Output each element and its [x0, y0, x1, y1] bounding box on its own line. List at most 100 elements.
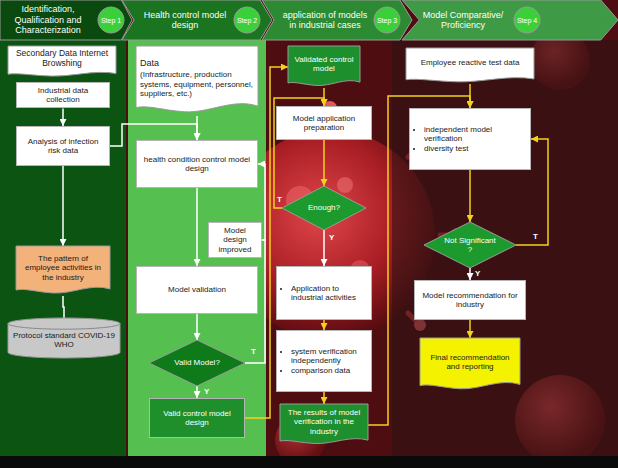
node-text: Protocol standard COVID-19 WHO: [12, 331, 116, 349]
node-text: Data: [140, 58, 254, 68]
node-text: Enough?: [300, 203, 348, 212]
process-box: independent model verificationdiversity …: [409, 108, 531, 170]
decision-diamond: Valid Model?: [149, 340, 245, 386]
connector: [469, 320, 471, 338]
node-text: Identification, Qualification and Charac…: [4, 4, 92, 35]
connector: [469, 84, 471, 108]
edge-label: Y: [329, 234, 334, 242]
shape-outline: [402, 0, 618, 40]
shape-fill: [280, 404, 368, 444]
step-header: Health control model designStep 2: [122, 0, 272, 40]
process-box: Model validation: [136, 266, 258, 314]
bullet-item: Application to industrial activities: [291, 284, 367, 302]
connector: [196, 188, 198, 266]
connector: [63, 296, 64, 318]
document-box: Employee reactive test data: [406, 48, 534, 84]
node-text: (Infrastructure, production systems, equ…: [140, 70, 254, 98]
document-box: Validated control model: [288, 46, 360, 88]
node-text: Analysis of infection risk data: [21, 137, 105, 155]
node-text: Valid Model?: [169, 358, 225, 367]
shape-fill: [136, 46, 258, 112]
node-text: Health control model design: [138, 10, 232, 31]
result-box: Valid control model design: [149, 398, 245, 438]
node-text: Model Comparative/ Proficiency: [418, 10, 508, 31]
node-text: The pattern of employee activities in th…: [20, 254, 106, 282]
node-text: Not Significant ?: [444, 236, 496, 254]
node-text: Step 1: [98, 17, 124, 24]
process-box: Industrial data collection: [16, 82, 110, 108]
process-box: Analysis of infection risk data: [16, 126, 110, 166]
process-box: system verification independentlycompari…: [276, 330, 372, 392]
document-box: The results of model verification in the…: [280, 404, 368, 446]
edge-label: Y: [475, 270, 480, 278]
shape-fill: [16, 246, 110, 293]
shape-fill: [8, 318, 120, 358]
node-text: Secondary Data Internet Browshing: [12, 49, 112, 69]
node-text: Model design improved: [212, 226, 258, 254]
column-band: [392, 40, 618, 458]
connector: [323, 392, 325, 404]
shape-fill: [8, 46, 116, 76]
node-text: Model application preparation: [281, 114, 367, 132]
step-badge: Step 2: [234, 7, 260, 33]
step-badge: Step 3: [374, 7, 400, 33]
document-box: The pattern of employee activities in th…: [16, 246, 110, 296]
node-text: The results of model verification in the…: [284, 408, 364, 436]
connector: [62, 108, 64, 126]
step-badge: Step 4: [514, 7, 540, 33]
node-text: Model recommendation for industry: [419, 291, 521, 309]
connector: [469, 268, 471, 280]
connector: [469, 170, 471, 222]
edge-label: T: [533, 233, 538, 241]
shape-fill: [514, 7, 540, 33]
shape-fill: [420, 338, 520, 389]
node-text: application of models in industrial case…: [278, 10, 372, 31]
node-text: health condition control model design: [141, 155, 253, 173]
connector: [62, 166, 64, 246]
bullet-item: system verification independently: [291, 347, 367, 365]
connector: [323, 140, 325, 186]
step-header: Model Comparative/ Proficiency Step 4: [402, 0, 618, 40]
decision-diamond: Enough?: [282, 186, 366, 230]
node-text: Validated control model: [292, 55, 356, 73]
shape-rim: [8, 324, 120, 330]
bullet-item: diversity test: [424, 144, 526, 153]
shape-fill: [406, 48, 534, 82]
process-box: health condition control model design: [136, 140, 258, 188]
edge-label: T: [251, 348, 256, 356]
shape-fill: [288, 46, 360, 86]
connector: [196, 116, 198, 140]
bullet-list: system verification independentlycompari…: [281, 346, 367, 377]
document-box: Final recommendation and reporting: [420, 338, 520, 392]
document-box: Data (Infrastructure, production systems,…: [136, 46, 258, 116]
node-text: Step 2: [234, 17, 260, 24]
step-header: application of models in industrial case…: [262, 0, 412, 40]
shape-fill: [374, 7, 400, 33]
node-text: Final recommendation and reporting: [424, 353, 516, 371]
process-box: Application to industrial activities: [276, 266, 372, 320]
shape-fill: [402, 0, 618, 40]
process-box: Model application preparation: [276, 106, 372, 140]
note-box: Model design improved: [208, 222, 262, 258]
edge-label: Y: [204, 388, 209, 396]
node-text: Employee reactive test data: [410, 58, 530, 67]
edge-label: T: [277, 196, 282, 204]
shape-fill: [122, 0, 272, 40]
shape-fill: [149, 340, 245, 386]
shape-fill: [424, 222, 516, 268]
node-text: Valid control model design: [154, 409, 240, 427]
node-text: Step 3: [374, 17, 400, 24]
step-badge: Step 1: [98, 7, 124, 33]
node-text: Step 4: [514, 17, 540, 24]
shape-fill: [282, 186, 366, 230]
connector: [196, 314, 198, 340]
shape-fill: [98, 7, 124, 33]
node-text: Industrial data collection: [21, 86, 105, 104]
shape-fill: [0, 0, 132, 40]
bottom-strip: [0, 456, 618, 468]
column-band: [0, 40, 126, 458]
decision-diamond: Not Significant ?: [424, 222, 516, 268]
database-cylinder: Protocol standard COVID-19 WHO: [8, 318, 120, 358]
